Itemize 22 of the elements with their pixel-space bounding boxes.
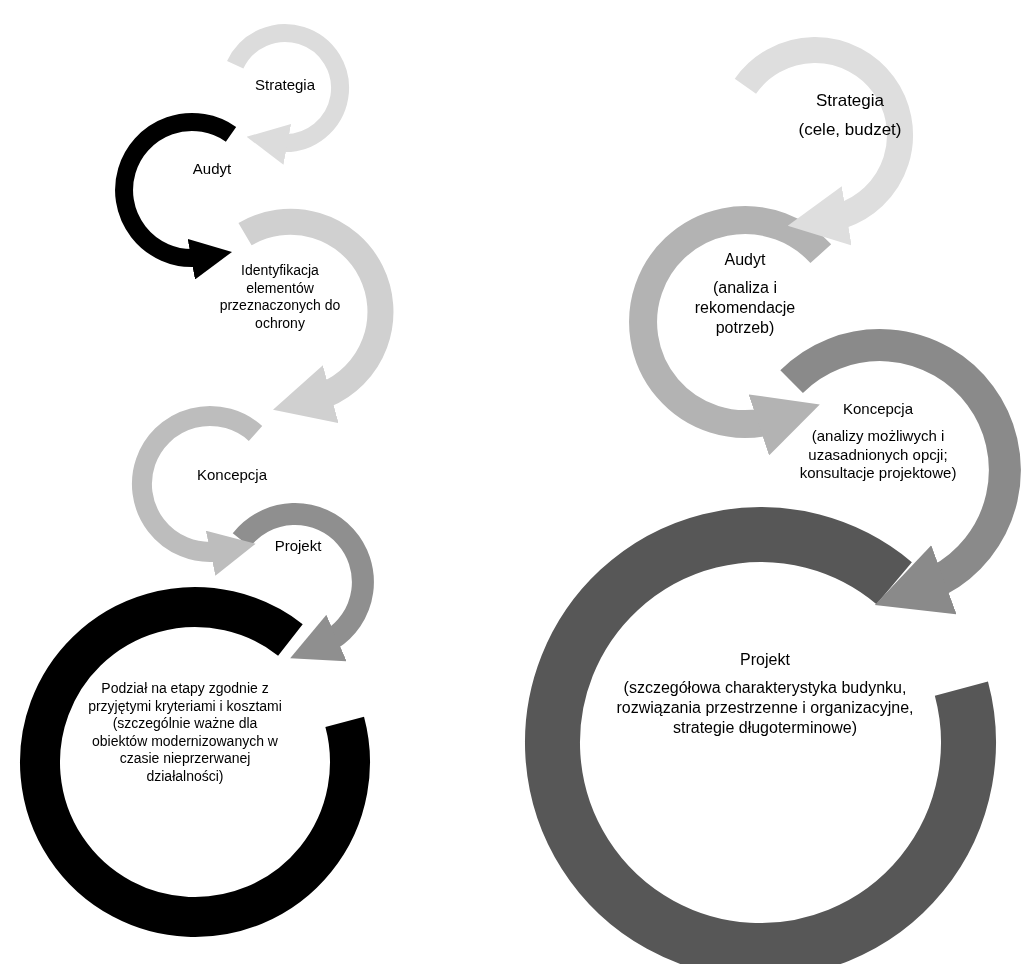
step-title: Identyfikacja elementów przeznaczonych do ochrony [218,262,342,332]
step-title: Audyt [192,160,232,179]
step-description: (analiza i rekomendacje potrzeb) [693,278,797,338]
step-description: (cele, budzet) [798,119,902,141]
step-title: Audyt [724,250,766,270]
step-title: Strategia [815,90,884,112]
arrow [273,365,339,423]
step-title: Koncepcja [842,400,914,419]
step-title: Koncepcja [196,466,268,485]
step-description: (szczegółowa charakterystyka budynku, rozwiązania przestrzenne i organizacyjne, strategie długoterminowe) [615,678,915,738]
arrow [875,545,958,614]
arrow [290,614,347,661]
arrow [206,530,256,576]
step-title: Projekt [274,537,322,556]
arrow [787,186,853,245]
step-title: Podział na etapy zgodnie z przyjętymi kryteriami i kosztami (szczególnie ważne dla obiektów modernizowanych w czasie nieprzerwanej działalności) [87,680,283,785]
arrow [246,123,291,165]
step-title: Projekt [740,650,790,670]
step-title: Strategia [254,76,315,95]
arrow [748,393,821,456]
step-description: (analizy możliwych i uzasadnionych opcji; konsultacje projektowe) [798,426,958,483]
arrow [187,238,233,280]
